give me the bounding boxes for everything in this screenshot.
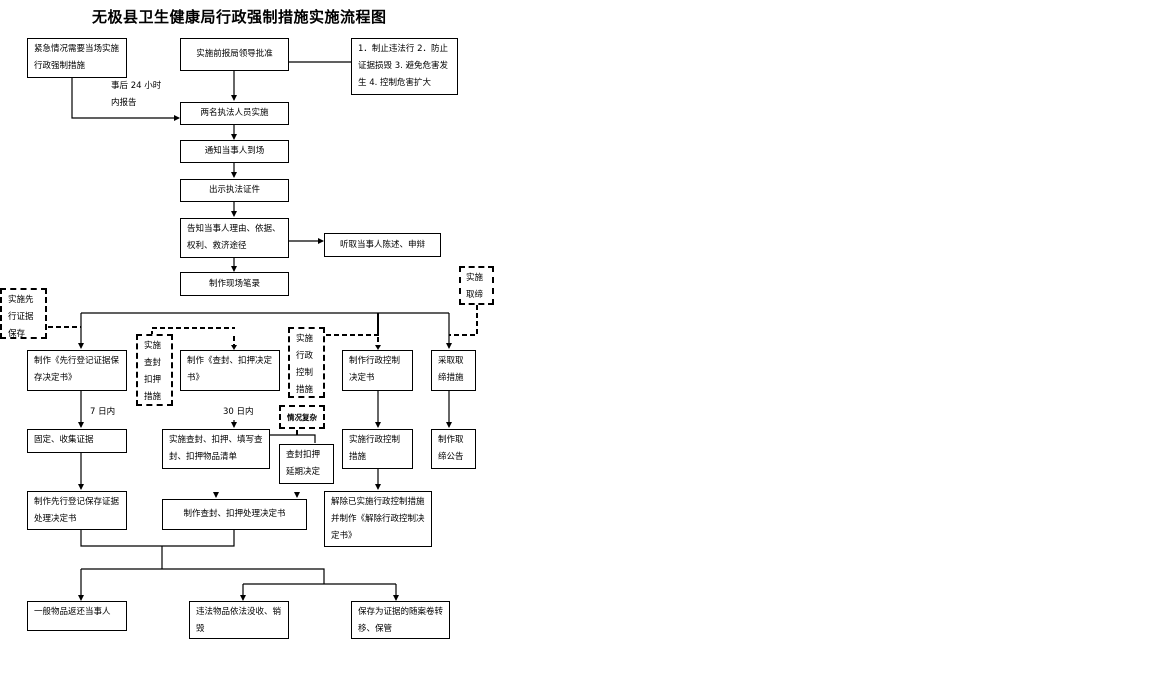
page-title: 无极县卫生健康局行政强制措施实施流程图 bbox=[92, 8, 387, 26]
label-within-7-days: 7 日内 bbox=[90, 407, 116, 417]
dashed-control bbox=[326, 313, 379, 336]
node-fix-evidence: 固定、收集证据 bbox=[27, 429, 127, 453]
dashed-seal bbox=[151, 327, 235, 336]
node-pre-approval: 实施前报局领导批准 bbox=[180, 38, 289, 71]
node-implement-control: 实施行政控制措施 bbox=[342, 429, 413, 469]
node-ban-notice: 制作取缔公告 bbox=[431, 429, 476, 469]
node-decision-seal: 制作《查封、扣押决定书》 bbox=[180, 350, 280, 391]
node-two-officers: 两名执法人员实施 bbox=[180, 102, 289, 125]
node-return-items: 一般物品返还当事人 bbox=[27, 601, 127, 631]
node-notify-party: 通知当事人到场 bbox=[180, 140, 289, 163]
dashed-ban bbox=[449, 305, 478, 336]
connector-implement-extension bbox=[270, 434, 316, 443]
connector-emergency bbox=[71, 78, 180, 121]
node-show-credentials: 出示执法证件 bbox=[180, 179, 289, 202]
node-decision-control: 制作行政控制决定书 bbox=[342, 350, 413, 391]
note-complex: 情况复杂 bbox=[279, 405, 325, 429]
connector-bottom-branch bbox=[81, 568, 325, 584]
connector-merge bbox=[80, 530, 235, 547]
node-hear-statement: 听取当事人陈述、申辩 bbox=[324, 233, 441, 257]
label-within-30-days: 30 日内 bbox=[223, 407, 254, 417]
node-seal-handling: 制作查封、扣押处理决定书 bbox=[162, 499, 307, 530]
node-ban-measure: 采取取缔措施 bbox=[431, 350, 476, 391]
label-report-24h: 事后 24 小时内报告 bbox=[111, 81, 162, 108]
node-implement-seal: 实施查封、扣押、填写查封、扣押物品清单 bbox=[162, 429, 270, 469]
note-ban: 实施取缔 bbox=[459, 266, 494, 305]
node-confiscate: 违法物品依法没收、销毁 bbox=[189, 601, 289, 639]
node-emergency: 紧急情况需要当场实施行政强制措施 bbox=[27, 38, 127, 78]
node-make-record: 制作现场笔录 bbox=[180, 272, 289, 296]
node-inform-party: 告知当事人理由、依据、权利、救济途径 bbox=[180, 218, 289, 258]
node-seal-extension: 查封扣押延期决定 bbox=[279, 444, 334, 484]
node-release-control: 解除已实施行政控制措施并制作《解除行政控制决定书》 bbox=[324, 491, 432, 547]
node-preserve-handling: 制作先行登记保存证据处理决定书 bbox=[27, 491, 127, 530]
node-purposes: 1．制止违法行 2．防止证据损毁 3. 避免危害发生 4. 控制危害扩大 bbox=[351, 38, 458, 95]
node-decision-preserve: 制作《先行登记证据保存决定书》 bbox=[27, 350, 127, 391]
arrowhead bbox=[231, 345, 237, 350]
arrowhead bbox=[375, 345, 381, 350]
node-archive: 保存为证据的随案卷转移、保管 bbox=[351, 601, 450, 639]
note-seal: 实施查封扣押措施 bbox=[136, 334, 173, 406]
note-preserve: 实施先行证据保存 bbox=[0, 288, 47, 339]
note-control: 实施行政控制措施 bbox=[288, 327, 325, 398]
